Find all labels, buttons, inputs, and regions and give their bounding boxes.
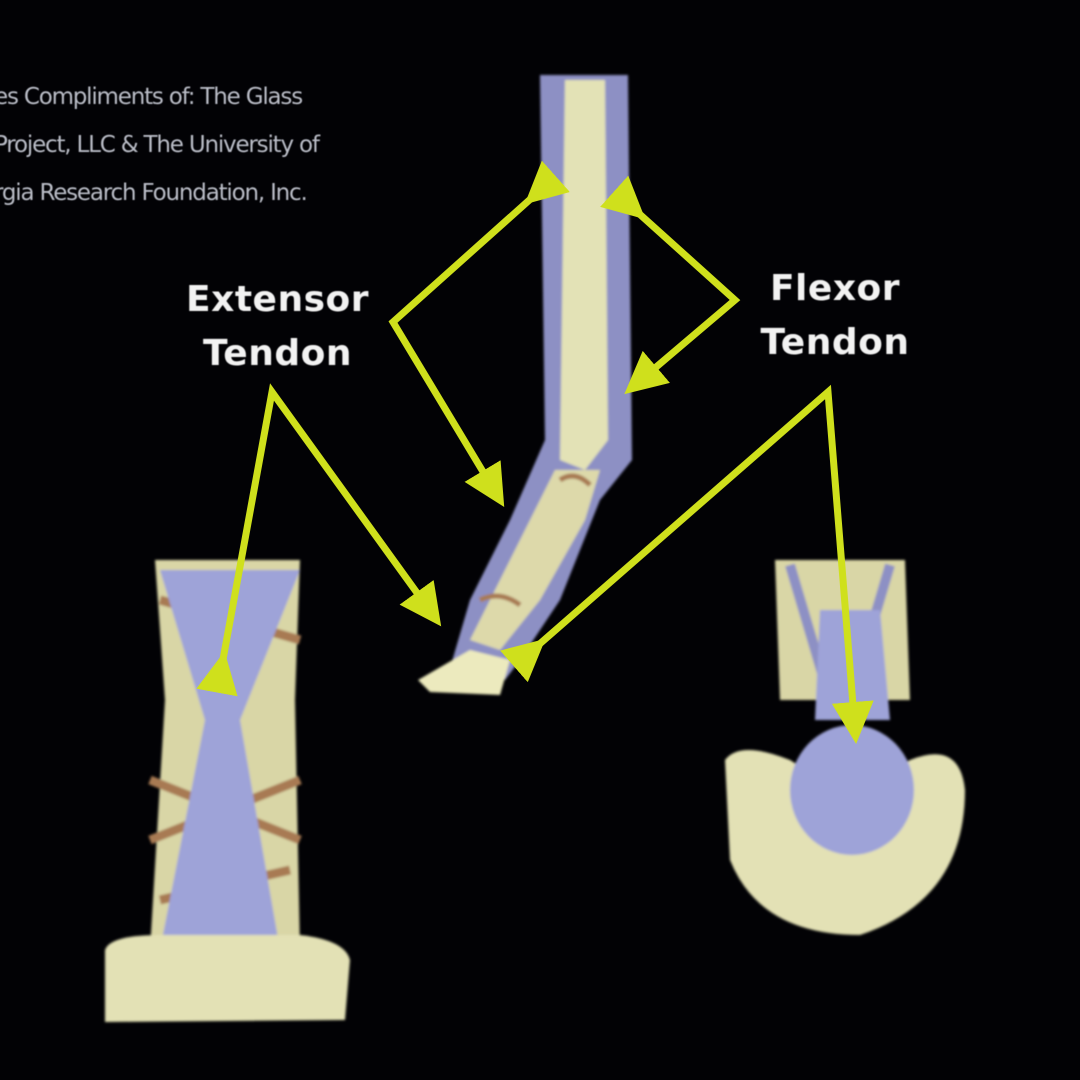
extensor-tendon-label: Extensor Tendon bbox=[170, 273, 385, 381]
extensor-label-line1: Extensor bbox=[186, 279, 369, 320]
flexor-label-line2: Tendon bbox=[760, 322, 910, 363]
arrow-flexor-upper bbox=[600, 175, 741, 395]
arrow-extensor-upper bbox=[388, 160, 570, 507]
credit-line-2: Project, LLC & The University of bbox=[0, 132, 320, 158]
flexor-tendon-label: Flexor Tendon bbox=[740, 262, 930, 370]
arrow-flexor-lower bbox=[500, 384, 874, 744]
flexor-label-line1: Flexor bbox=[769, 268, 901, 309]
indicator-arrows bbox=[196, 160, 874, 744]
credit-line-3: rgia Research Foundation, Inc. bbox=[0, 180, 308, 206]
extensor-label-line2: Tendon bbox=[203, 333, 352, 374]
side-view-leg bbox=[418, 75, 632, 695]
credit-line-1: es Compliments of: The Glass bbox=[0, 84, 303, 110]
arrow-extensor-lower bbox=[196, 383, 442, 697]
